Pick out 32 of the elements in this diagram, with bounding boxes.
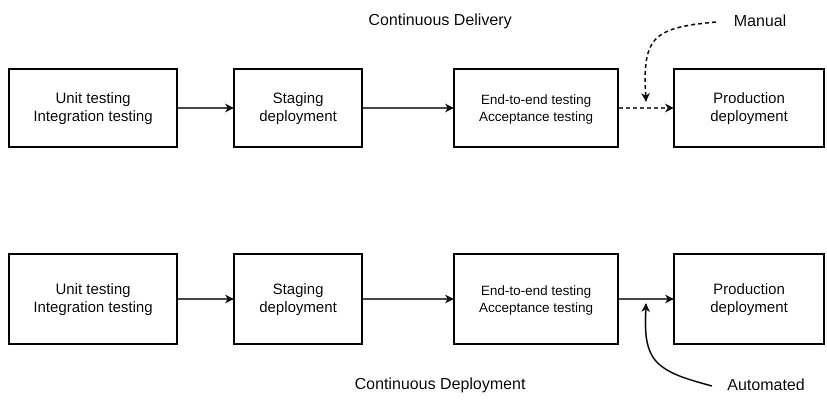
process-box xyxy=(453,253,619,345)
box-text: End-to-end testing xyxy=(480,282,592,299)
box-text: Unit testing xyxy=(55,281,131,299)
process-box xyxy=(8,68,178,148)
section-heading: Continuous Deployment xyxy=(354,376,526,394)
process-box xyxy=(453,68,619,148)
process-box xyxy=(673,253,825,345)
arrow xyxy=(363,294,454,304)
arrow xyxy=(619,294,674,304)
box-text: Production deployment xyxy=(709,281,789,317)
dashed-arrow xyxy=(641,21,716,102)
box-text: Acceptance testing xyxy=(478,108,594,125)
section-heading: Continuous Delivery xyxy=(368,12,512,30)
arrow xyxy=(178,294,234,304)
arrow xyxy=(363,104,454,112)
box-text: Unit testing xyxy=(55,90,131,108)
box-text: Integration testing xyxy=(33,108,153,126)
callout-text: Manual xyxy=(734,13,786,31)
arrow xyxy=(178,104,234,112)
process-box xyxy=(233,68,363,148)
process-box xyxy=(233,253,363,345)
callout-text: Automated xyxy=(727,377,805,395)
box-text: Integration testing xyxy=(33,299,153,317)
box-text: End-to-end testing xyxy=(480,91,592,108)
box-text: Staging deployment xyxy=(258,281,338,317)
dashed-arrow xyxy=(619,104,674,112)
arrow xyxy=(641,303,712,387)
box-text: Acceptance testing xyxy=(478,299,594,316)
box-text: Staging deployment xyxy=(258,90,338,126)
process-box xyxy=(8,253,178,345)
process-box xyxy=(673,68,825,148)
box-text: Production deployment xyxy=(709,90,789,126)
